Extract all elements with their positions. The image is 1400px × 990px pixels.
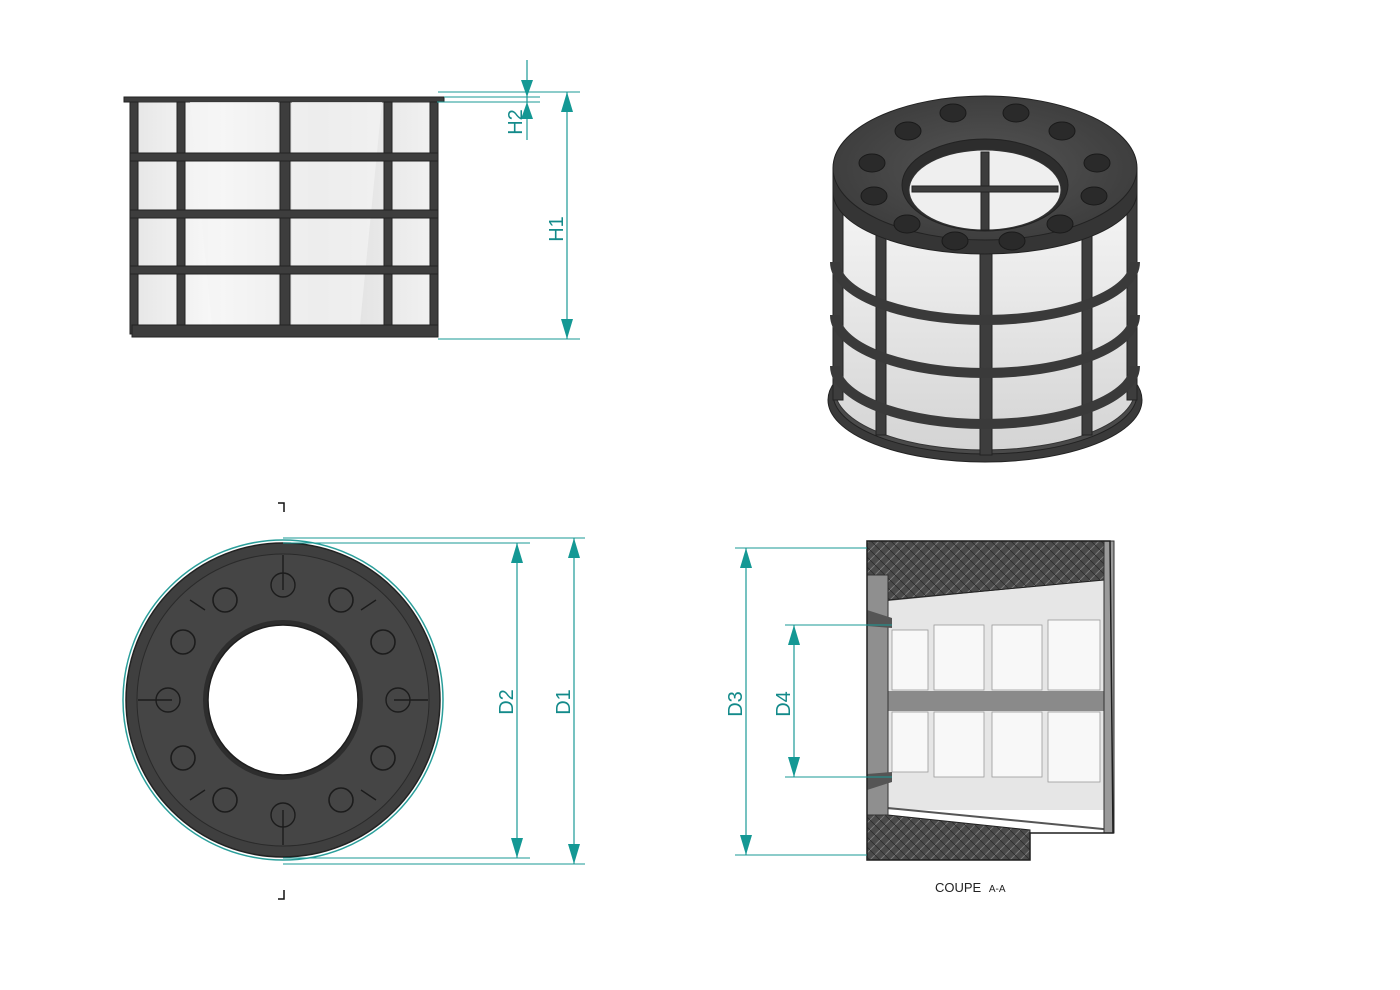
section-caption: COUPE A-A [935,880,1006,895]
dimension-h2: H2 [437,60,540,140]
dimension-d2: D2 [283,542,530,859]
h1-label: H1 [546,216,568,242]
dimension-d1: D1 [283,537,585,865]
top-view [122,502,444,900]
d4-label: D4 [773,691,795,717]
section-caption-id: A-A [989,884,1006,895]
dimension-d3: D3 [725,547,867,856]
dimension-h1: H1 [438,91,580,340]
front-view [123,96,445,338]
h2-label: H2 [505,109,527,135]
svg-text:COUPE A-A: COUPE A-A [935,880,1006,895]
d1-label: D1 [553,689,575,715]
section-caption-main: COUPE [935,880,982,895]
section-view [866,540,1115,861]
d2-label: D2 [496,689,518,715]
d3-label: D3 [725,691,747,717]
dimension-d4: D4 [773,624,892,778]
isometric-view [827,95,1143,463]
